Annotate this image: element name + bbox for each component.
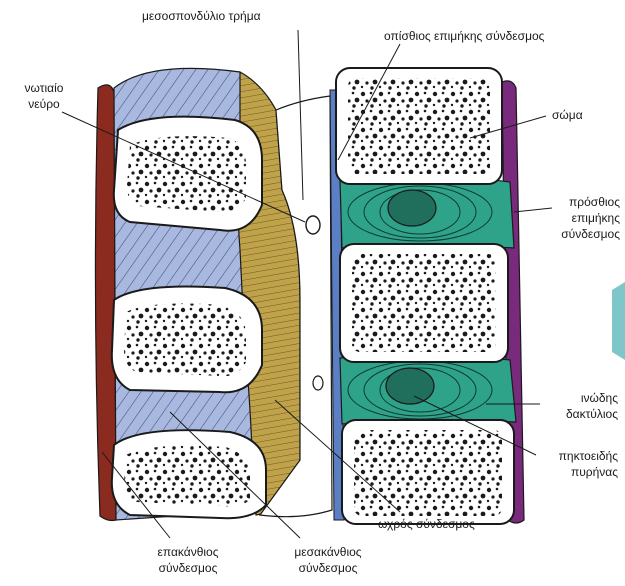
label-interspinous: μεσακάνθιος σύνδεσμος [278, 544, 378, 576]
label-anterior-ligament-line2: επιμήκης [544, 210, 620, 226]
label-yellow-ligament: ωχρός σύνδεσμος [378, 516, 475, 532]
spinous-process-2-core [124, 304, 246, 377]
label-nucleus: πηκτοειδής πυρήνας [540, 448, 618, 480]
vertebral-body-1-core [348, 78, 490, 174]
label-annulus-line2: δακτύλιος [544, 406, 618, 422]
label-annulus: ινώδης δακτύλιος [544, 390, 618, 422]
label-anterior-ligament-line1: πρόσθιος [544, 194, 620, 210]
label-interspinous-line1: μεσακάνθιος [278, 544, 378, 560]
label-supraspinous-line1: επακάνθιος [142, 544, 234, 560]
vertebral-body-2-core [352, 254, 496, 352]
nucleus-lower [386, 368, 434, 404]
label-spinal-nerve: νωτιαίο νεύρο [12, 80, 76, 112]
label-body-text: σώμα [552, 108, 583, 122]
label-posterior-ligament: οπίσθιος επιμήκης σύνδεσμος [384, 28, 544, 44]
label-anterior-ligament-line3: σύνδεσμος [544, 226, 620, 242]
label-nucleus-line1: πηκτοειδής [540, 448, 618, 464]
spinous-process-3-core [124, 446, 250, 507]
label-supraspinous: επακάνθιος σύνδεσμος [142, 544, 234, 576]
label-yellow-ligament-text: ωχρός σύνδεσμος [378, 517, 475, 531]
label-spinal-nerve-line1: νωτιαίο [12, 80, 76, 96]
label-annulus-line1: ινώδης [544, 390, 618, 406]
nucleus-upper [388, 190, 436, 226]
label-spinal-nerve-line2: νεύρο [12, 96, 76, 112]
label-supraspinous-line2: σύνδεσμος [142, 560, 234, 576]
label-posterior-ligament-text: οπίσθιος επιμήκης σύνδεσμος [384, 29, 544, 43]
label-interspinous-line2: σύνδεσμος [278, 560, 378, 576]
label-foramen-text: μεσοσπονδύλιο τρήμα [142, 9, 261, 23]
label-body: σώμα [552, 107, 583, 123]
label-nucleus-line2: πυρήνας [540, 464, 618, 480]
spinal-nerve [306, 216, 320, 234]
label-anterior-ligament: πρόσθιος επιμήκης σύνδεσμος [544, 194, 620, 242]
nerve-root-lower [313, 376, 323, 390]
decorative-hexagon [612, 282, 625, 360]
label-foramen: μεσοσπονδύλιο τρήμα [142, 8, 261, 24]
vertebral-body-3-core [354, 430, 502, 516]
spinous-process-1-core [127, 136, 246, 212]
